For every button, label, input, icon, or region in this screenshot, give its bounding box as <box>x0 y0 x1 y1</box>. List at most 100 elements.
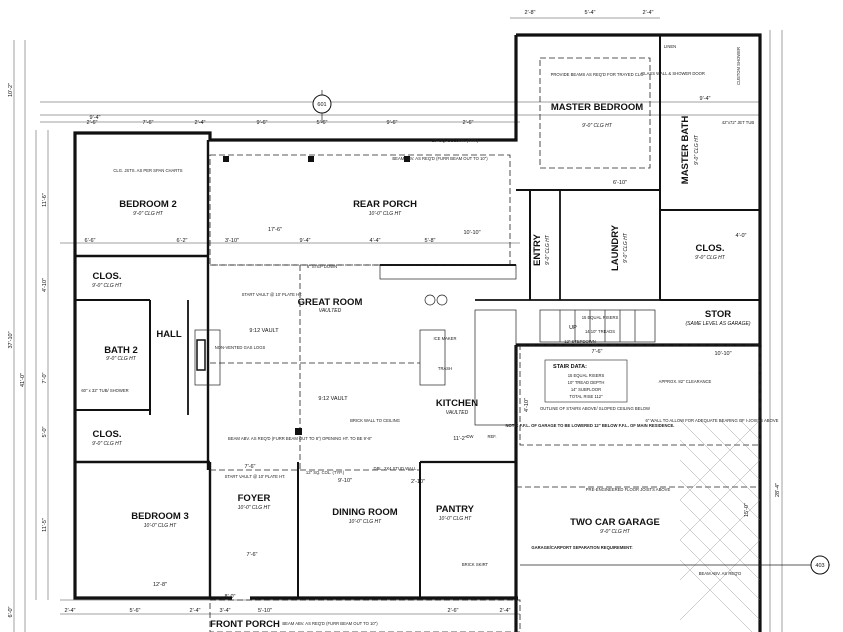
dim-text: 10'-2" <box>8 83 14 97</box>
kitchen-island <box>379 264 517 426</box>
dim-text: 11'-6" <box>42 193 48 207</box>
annotation: 6" STEP DOWN <box>307 264 337 269</box>
dim-text: 6'-10" <box>613 180 627 186</box>
dim-text: 2'-4" <box>500 608 511 614</box>
dim-text: 9'-4" <box>90 115 101 121</box>
stair-data-line: 10" TREAD DEPTH <box>568 380 605 385</box>
dim-text: 2'-4" <box>65 608 76 614</box>
room-name: REAR PORCH <box>353 199 417 210</box>
annotation: DBL. 2X4 STUD WALL <box>374 466 418 471</box>
stairs <box>539 309 656 343</box>
dim-text: 6'-2" <box>177 238 188 244</box>
dim-text: 4'-10" <box>524 398 530 412</box>
room-note: PROVIDE BEAMS AS REQ'D FOR TRAYED CLG <box>551 72 644 77</box>
room-note: CLG. JSTS. AS PER SPAN CHARTS <box>113 168 182 173</box>
annotation: 10" SQ. COLUMN (TYP.) <box>432 138 479 143</box>
garage-hatch <box>680 420 760 632</box>
column <box>404 156 410 162</box>
annotation: BEAM ABV. AS REQ'D (FURR BEAM OUT TO 10"… <box>282 621 378 626</box>
room-master-bath: MASTER BATH 9'-0" CLG HT 42"x72" JET TUB… <box>641 44 754 184</box>
callout-label: 403 <box>815 563 824 569</box>
room-dining: DINING ROOM 10'-0" CLG HT <box>332 507 398 525</box>
dim-text: 9'-4" <box>300 238 311 244</box>
room-front-porch: FRONT PORCH <box>210 619 280 630</box>
room-ceiling: 10'-0" CLG HT <box>369 211 402 217</box>
dim-text: 15'-0" <box>744 503 750 517</box>
room-name: MASTER BEDROOM <box>551 102 643 113</box>
room-great-room: GREAT ROOM VAULTED 9:12 VAULT 9:12 VAULT <box>249 297 362 402</box>
dim-text: 37'-10" <box>8 331 14 348</box>
room-name: TWO CAR GARAGE <box>570 517 660 528</box>
interior-walls <box>75 35 760 598</box>
dim-text: 10'-10" <box>714 351 731 357</box>
shower-label: CUSTOM SHOWER <box>736 47 741 85</box>
stair-data-line: 15 EQUAL RISERS <box>568 373 605 378</box>
ice-maker-label: ICE MAKER <box>433 336 456 341</box>
beam-lines <box>209 57 761 632</box>
dim-text: 2'-10" <box>411 479 425 485</box>
annotation: DW <box>467 434 474 439</box>
room-ceiling: 9'-0" CLG HT <box>695 255 726 261</box>
dim-text: 2'-6" <box>448 608 459 614</box>
room-name: KITCHEN <box>436 398 478 409</box>
annotations: 10" SQ. COLUMN (TYP.) BEAM ABV. AS REQ'D… <box>215 138 779 626</box>
room-name: BEDROOM 2 <box>119 199 177 210</box>
dimensions-top: 2'-8" 5'-4" 2'-4" 9'-4" 2'-6" 7'-6" 2'-4… <box>87 10 654 126</box>
room-clos-master: CLOS. 9'-0" CLG HT <box>695 243 726 261</box>
right-dimension-lines <box>769 30 783 632</box>
room-laundry: LAUNDRY 9'-0" CLG HT <box>610 224 629 271</box>
room-ceiling: (SAME LEVEL AS GARAGE) <box>685 321 750 327</box>
room-name: CLOS. <box>92 429 121 440</box>
room-ceiling: 9'-0" CLG HT <box>106 356 137 362</box>
dim-text: 5'-8" <box>425 238 436 244</box>
tub-label: 60" x 32" TUB/ SHOWER <box>81 388 128 393</box>
room-ceiling: 10'-0" CLG HT <box>144 523 177 529</box>
dim-text: 9'-10" <box>338 478 352 484</box>
room-ceiling: 10'-0" CLG HT <box>238 505 271 511</box>
dim-text: 7'-6" <box>592 349 603 355</box>
left-dimension-lines <box>13 40 49 632</box>
dim-text: 6'-0" <box>8 606 14 617</box>
ffl-note: NOTE: F.F.L. OF GARAGE TO BE LOWERED 12"… <box>506 423 675 428</box>
column <box>295 428 302 435</box>
room-name: PANTRY <box>436 504 475 515</box>
dim-text: 28'-4" <box>775 483 781 497</box>
dim-text: 5'-4" <box>585 10 596 16</box>
column <box>223 156 229 162</box>
room-name: BATH 2 <box>104 345 138 356</box>
annotation: BRICK WALL TO CEILING <box>350 418 400 423</box>
dim-text: 4'-0" <box>736 233 747 239</box>
callout-label: 601 <box>317 102 326 108</box>
room-clos1: CLOS. 9'-0" CLG HT <box>92 271 123 289</box>
room-ceiling: 9'-0" CLG HT <box>545 234 551 265</box>
room-ceiling: VAULTED <box>446 410 469 416</box>
linen-label: LINEN <box>664 44 676 49</box>
column <box>308 156 314 162</box>
room-ceiling: 10'-0" CLG HT <box>349 519 382 525</box>
dim-text: 12'-8" <box>153 582 167 588</box>
dim-text: 7'-0" <box>42 372 48 383</box>
room-stor: STOR (SAME LEVEL AS GARAGE) <box>685 309 750 327</box>
annotation: APPROX. 82" CLEARANCE <box>659 379 712 384</box>
dim-text: 5'-0" <box>42 426 48 437</box>
fireplace <box>194 329 221 386</box>
annotation: REF. <box>487 434 496 439</box>
dimensions-inner: 6'-6" 6'-2" 3'-10" 17'-6" 9'-4" 4'-4" 5'… <box>85 96 781 600</box>
room-name: DINING ROOM <box>332 507 398 518</box>
glass-label: GLASS WALL & SHOWER DOOR <box>641 71 705 76</box>
dim-text: 4'-4" <box>370 238 381 244</box>
dim-text: 3'-10" <box>225 238 239 244</box>
room-ceiling: 9'-0" CLG HT <box>582 123 613 129</box>
room-name: CLOS. <box>695 243 724 254</box>
dim-text: 7'-6" <box>143 120 154 126</box>
room-entry: ENTRY 9'-0" CLG HT <box>532 233 551 266</box>
room-foyer: FOYER 10'-0" CLG HT <box>238 493 272 511</box>
dim-text: 9'-4" <box>700 96 711 102</box>
dim-text: 4'-10" <box>42 278 48 292</box>
annotation: 6" WALL TO ALLOW FOR ADEQUATE BEARING OF… <box>646 418 779 423</box>
room-ceiling: 9'-0" CLG HT <box>133 211 164 217</box>
room-name: FOYER <box>238 493 271 504</box>
room-name: MASTER BATH <box>680 116 691 185</box>
annotation: OUTLINE OF STAIRS ABOVE/ SLOPED CEILING … <box>540 406 650 411</box>
vault-label: 9:12 VAULT <box>318 396 348 402</box>
